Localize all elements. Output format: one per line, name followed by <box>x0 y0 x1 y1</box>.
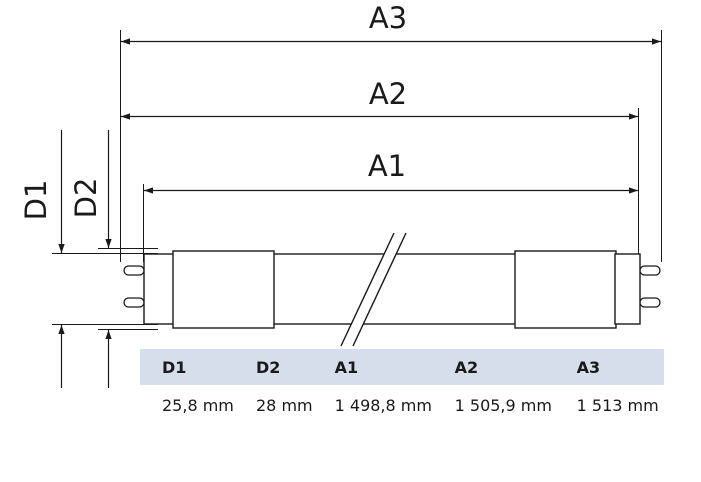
diameter-extension-lines <box>52 248 158 330</box>
label-d2: D2 <box>69 178 103 219</box>
header-d2: D2 <box>234 349 313 385</box>
header-a3: A3 <box>554 349 664 385</box>
dimension-a1: A1 <box>144 149 638 194</box>
pins <box>123 265 661 308</box>
left-pin-top <box>123 265 145 276</box>
label-a2: A2 <box>369 77 407 111</box>
right-pin-bottom <box>639 297 661 308</box>
value-a2: 1 505,9 mm <box>454 395 552 415</box>
table-header-row: D1 D2 A1 A2 A3 <box>140 349 664 385</box>
value-a1: 1 498,8 mm <box>334 395 432 415</box>
right-collar <box>514 250 617 329</box>
label-a1: A1 <box>368 149 406 183</box>
dimension-d2: D2 <box>69 130 112 388</box>
dimension-a3: A3 <box>121 1 661 45</box>
header-a2: A2 <box>432 349 555 385</box>
dimension-d1: D1 <box>19 130 65 388</box>
right-end-cap <box>614 253 641 325</box>
value-d2: 28 mm <box>256 395 313 415</box>
label-a3: A3 <box>369 1 407 35</box>
tube-glass-body <box>272 253 517 325</box>
left-collar <box>172 250 275 329</box>
value-d1: 25,8 mm <box>162 395 234 415</box>
label-d1: D1 <box>19 180 53 221</box>
left-end-cap <box>143 253 175 325</box>
dimension-table: D1 D2 A1 A2 A3 25,8 mm 28 mm 1 498,8 mm … <box>140 349 664 425</box>
right-pin-top <box>639 265 661 276</box>
extension-lines <box>120 30 662 262</box>
left-pin-bottom <box>123 297 145 308</box>
header-d1: D1 <box>140 349 234 385</box>
table-row: 25,8 mm 28 mm 1 498,8 mm 1 505,9 mm 1 51… <box>140 385 664 425</box>
dimension-a2: A2 <box>121 77 638 120</box>
fluorescent-tube <box>143 250 641 329</box>
value-a3: 1 513 mm <box>576 395 659 415</box>
header-a1: A1 <box>312 349 433 385</box>
break-marks <box>340 232 407 347</box>
